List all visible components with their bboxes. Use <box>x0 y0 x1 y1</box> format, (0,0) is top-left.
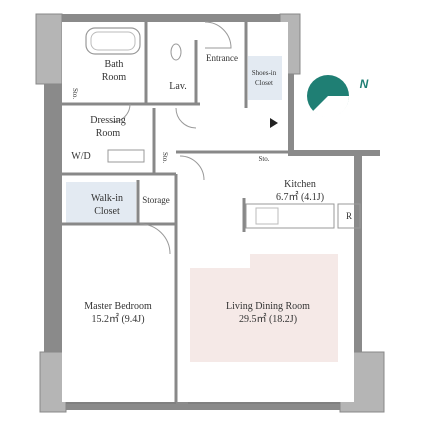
bath-room-label: Bath Room <box>94 58 134 84</box>
walkin-line2: Closet <box>94 206 120 217</box>
kitchen-label: Kitchen 6.7㎡ (4.1J) <box>264 178 336 204</box>
door-dressing <box>175 107 197 129</box>
bathtub-inner <box>90 31 136 51</box>
shoes-line2: Closet <box>255 79 273 87</box>
door-bath <box>111 103 131 123</box>
bottom-wall <box>44 400 379 410</box>
living-name: Living Dining Room <box>226 301 310 312</box>
right-lower-wall <box>352 150 362 410</box>
closet-fills <box>66 56 282 224</box>
lav-label: Lav. <box>169 81 187 92</box>
bath-line1: Bath <box>104 59 124 70</box>
door-entrance <box>204 21 232 49</box>
fridge-label: R <box>345 211 352 221</box>
right-step-wall <box>288 150 380 156</box>
kitchen-area: 6.7㎡ (4.1J) <box>275 192 325 203</box>
master-area: 15.2㎡ (9.4J) <box>91 314 145 325</box>
shoes-fill <box>248 56 282 100</box>
living-dining-label: Living Dining Room 29.5㎡ (18.2J) <box>208 300 328 326</box>
walkin-closet-label: Walk-in Closet <box>82 192 132 218</box>
left-wall <box>44 14 62 410</box>
sto-small-label: Sto. <box>71 88 79 100</box>
kitchen-name: Kitchen <box>284 179 316 190</box>
ldr-highlight <box>190 254 338 362</box>
sto-right-label: Sto. <box>258 155 270 163</box>
compass-label: N <box>359 77 369 91</box>
interior-walls <box>62 22 288 402</box>
compass-wedge <box>313 96 350 118</box>
bathtub <box>85 27 141 55</box>
living-area: 29.5㎡ (18.2J) <box>238 314 298 325</box>
sto-mid-label: Sto. <box>161 152 169 164</box>
wd-label: W/D <box>71 151 91 162</box>
right-upper-wall <box>288 14 294 154</box>
fridge <box>337 203 361 229</box>
bath-line2: Room <box>101 72 127 83</box>
exterior-walls <box>44 14 380 410</box>
washbasin <box>107 149 145 163</box>
columns <box>35 13 385 413</box>
door-ldr <box>179 155 205 181</box>
master-name: Master Bedroom <box>84 301 152 312</box>
column-top-left <box>35 13 63 85</box>
entrance-label: Entrance <box>206 53 238 63</box>
shoes-closet-label: Shoes-in Closet <box>246 68 282 88</box>
kitchen-counter <box>245 203 335 229</box>
sink <box>255 207 279 225</box>
dressing-line1: Dressing <box>90 115 126 126</box>
top-wall <box>44 14 294 22</box>
toilet <box>170 43 182 61</box>
door-bedroom <box>139 223 171 255</box>
storage-label: Storage <box>142 195 170 205</box>
shoes-line1: Shoes-in <box>251 69 277 77</box>
master-bedroom-label: Master Bedroom 15.2㎡ (9.4J) <box>70 300 166 326</box>
walkin-line1: Walk-in <box>91 193 123 204</box>
door-swings <box>111 21 232 255</box>
compass-icon <box>307 75 350 118</box>
entrance-arrow-icon <box>270 118 278 128</box>
dressing-line2: Room <box>95 128 121 139</box>
column-bottom-left <box>39 351 67 413</box>
walkin-fill <box>66 182 136 224</box>
dressing-room-label: Dressing Room <box>80 114 136 140</box>
